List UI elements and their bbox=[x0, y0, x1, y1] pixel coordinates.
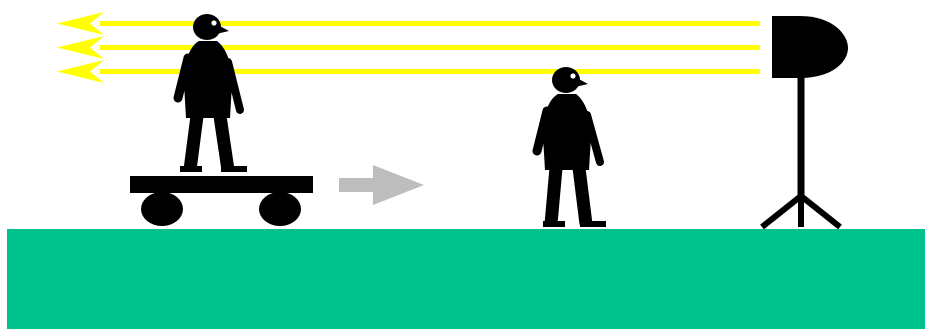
eye bbox=[211, 20, 216, 25]
torso bbox=[543, 94, 591, 170]
foot-back bbox=[180, 166, 202, 172]
foot-front bbox=[221, 166, 247, 172]
cart-platform bbox=[130, 176, 313, 193]
eye bbox=[570, 73, 575, 78]
cart-wheel-left bbox=[141, 192, 183, 226]
leg-front bbox=[220, 116, 228, 170]
leg-front bbox=[579, 168, 586, 224]
ground bbox=[7, 229, 925, 329]
foot-back bbox=[543, 221, 565, 227]
cart-wheel-right bbox=[259, 192, 301, 226]
foot-front bbox=[580, 221, 606, 227]
torso bbox=[184, 41, 232, 118]
light-beams bbox=[57, 12, 760, 83]
leg-back bbox=[551, 168, 556, 224]
leg-back bbox=[190, 116, 197, 170]
